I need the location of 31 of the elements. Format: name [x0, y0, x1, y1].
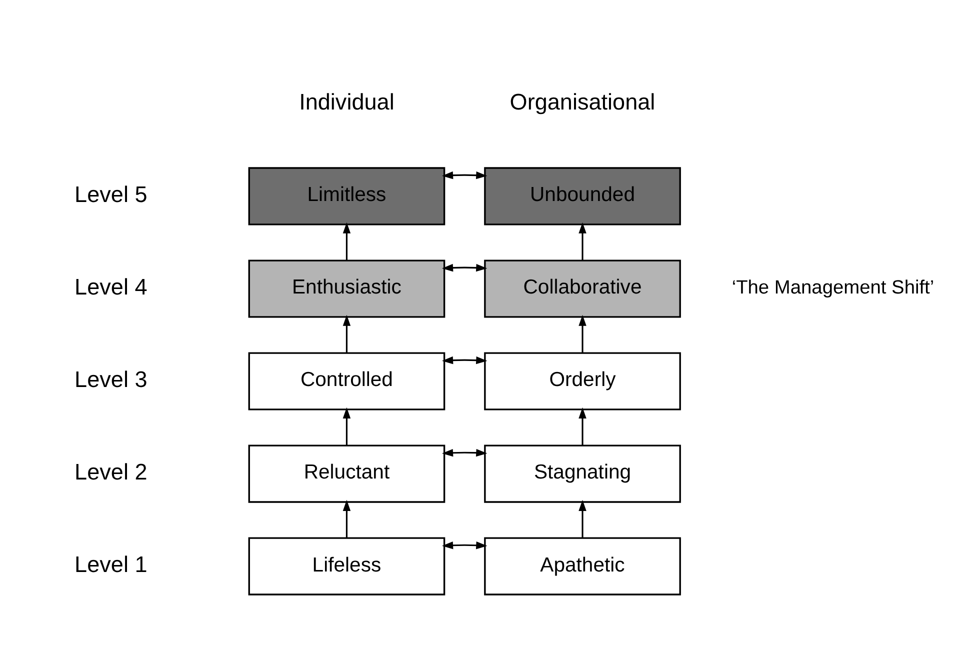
node-box: Enthusiastic: [248, 260, 446, 318]
node-box: Apathetic: [484, 537, 681, 596]
label: ‘The Management Shift’: [732, 277, 934, 298]
node-box: Orderly: [484, 352, 681, 410]
arrow: [342, 500, 351, 538]
label: Level 2: [74, 459, 148, 484]
node-box: Collaborative: [484, 260, 681, 318]
node-box: Limitless: [248, 167, 446, 226]
node-box: Lifeless: [248, 537, 446, 596]
arrow: [578, 407, 586, 446]
arrow: [442, 171, 488, 180]
arrow: [578, 222, 586, 261]
arrow: [442, 264, 488, 272]
label: Level 1: [74, 552, 148, 577]
label: Level 3: [74, 366, 148, 392]
label: Level 5: [74, 182, 148, 207]
arrow: [442, 356, 488, 364]
label: Individual: [299, 89, 394, 114]
arrow: [578, 314, 586, 354]
node-box: Unbounded: [484, 167, 681, 226]
label: Organisational: [510, 89, 656, 114]
arrow: [342, 314, 351, 354]
arrow: [342, 222, 351, 261]
node-box: Controlled: [248, 352, 446, 410]
arrow: [442, 448, 488, 457]
arrow: [578, 500, 586, 538]
label: Level 4: [74, 274, 148, 300]
node-box: Reluctant: [248, 444, 446, 503]
arrow: [442, 541, 488, 550]
arrow: [342, 407, 351, 446]
node-box: Stagnating: [484, 444, 681, 503]
